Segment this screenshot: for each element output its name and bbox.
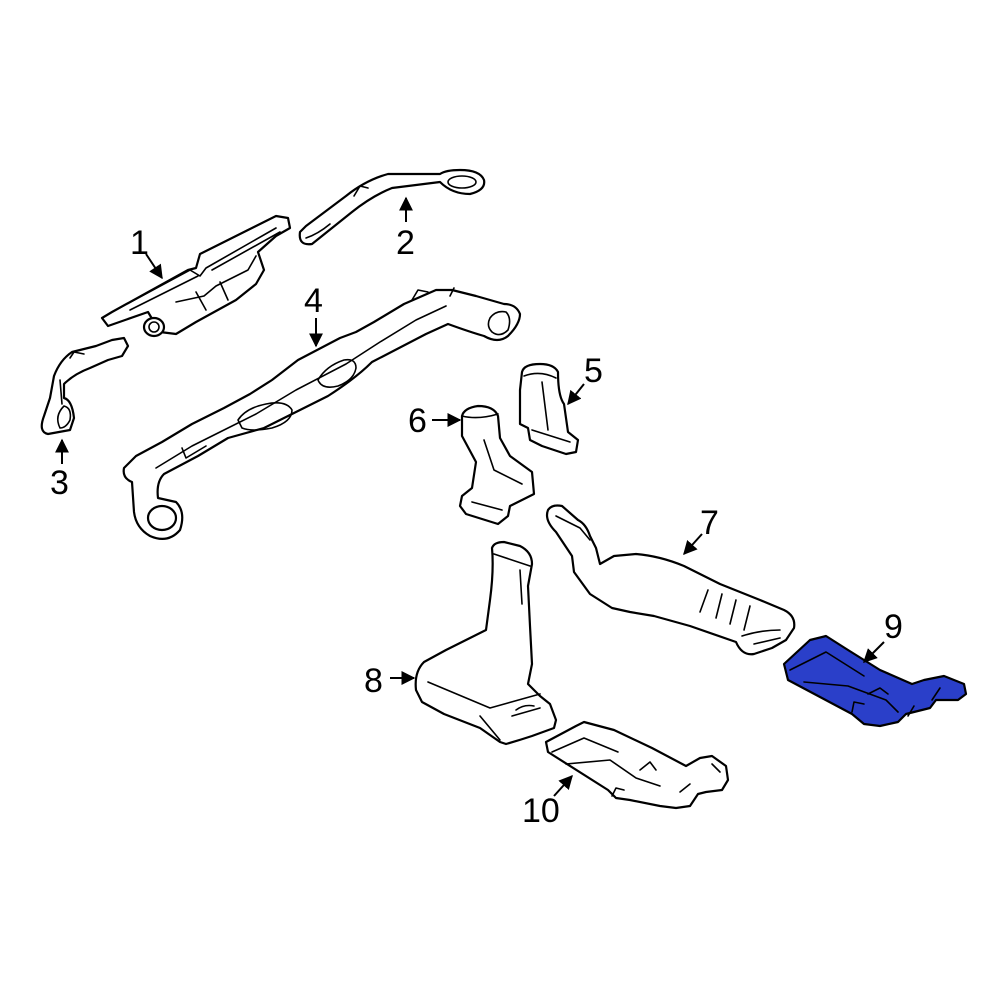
callout-6[interactable]: 6: [408, 402, 427, 440]
callout-1[interactable]: 1: [130, 224, 149, 262]
part-7-duct[interactable]: [545, 504, 796, 656]
leader-1: [145, 253, 163, 280]
part-5-duct[interactable]: [518, 362, 580, 456]
part-9-shape: [782, 634, 968, 728]
part-9-duct-highlighted[interactable]: [782, 634, 968, 728]
leader-10: [553, 774, 573, 797]
callout-4[interactable]: 4: [304, 282, 323, 320]
callout-10[interactable]: 10: [522, 792, 560, 830]
part-1-nozzle[interactable]: [100, 214, 292, 338]
part-3-duct[interactable]: [40, 336, 130, 436]
part-6-duct[interactable]: [458, 404, 536, 526]
callout-5[interactable]: 5: [584, 352, 603, 390]
callout-labels: 1 2 3 4 5 6 7 8 9 10: [50, 224, 903, 830]
part-10-duct[interactable]: [544, 720, 730, 810]
leader-7: [683, 533, 703, 556]
leader-9: [863, 641, 885, 663]
callout-7[interactable]: 7: [700, 504, 719, 542]
callout-2[interactable]: 2: [396, 224, 415, 262]
callout-9[interactable]: 9: [884, 608, 903, 646]
part-8-duct[interactable]: [414, 540, 558, 746]
part-2-duct[interactable]: [298, 168, 486, 246]
leader-lines: [55, 196, 885, 797]
part-4-duct[interactable]: [122, 287, 522, 541]
leader-5: [567, 383, 585, 406]
callout-8[interactable]: 8: [364, 662, 383, 700]
callout-3[interactable]: 3: [50, 464, 69, 502]
